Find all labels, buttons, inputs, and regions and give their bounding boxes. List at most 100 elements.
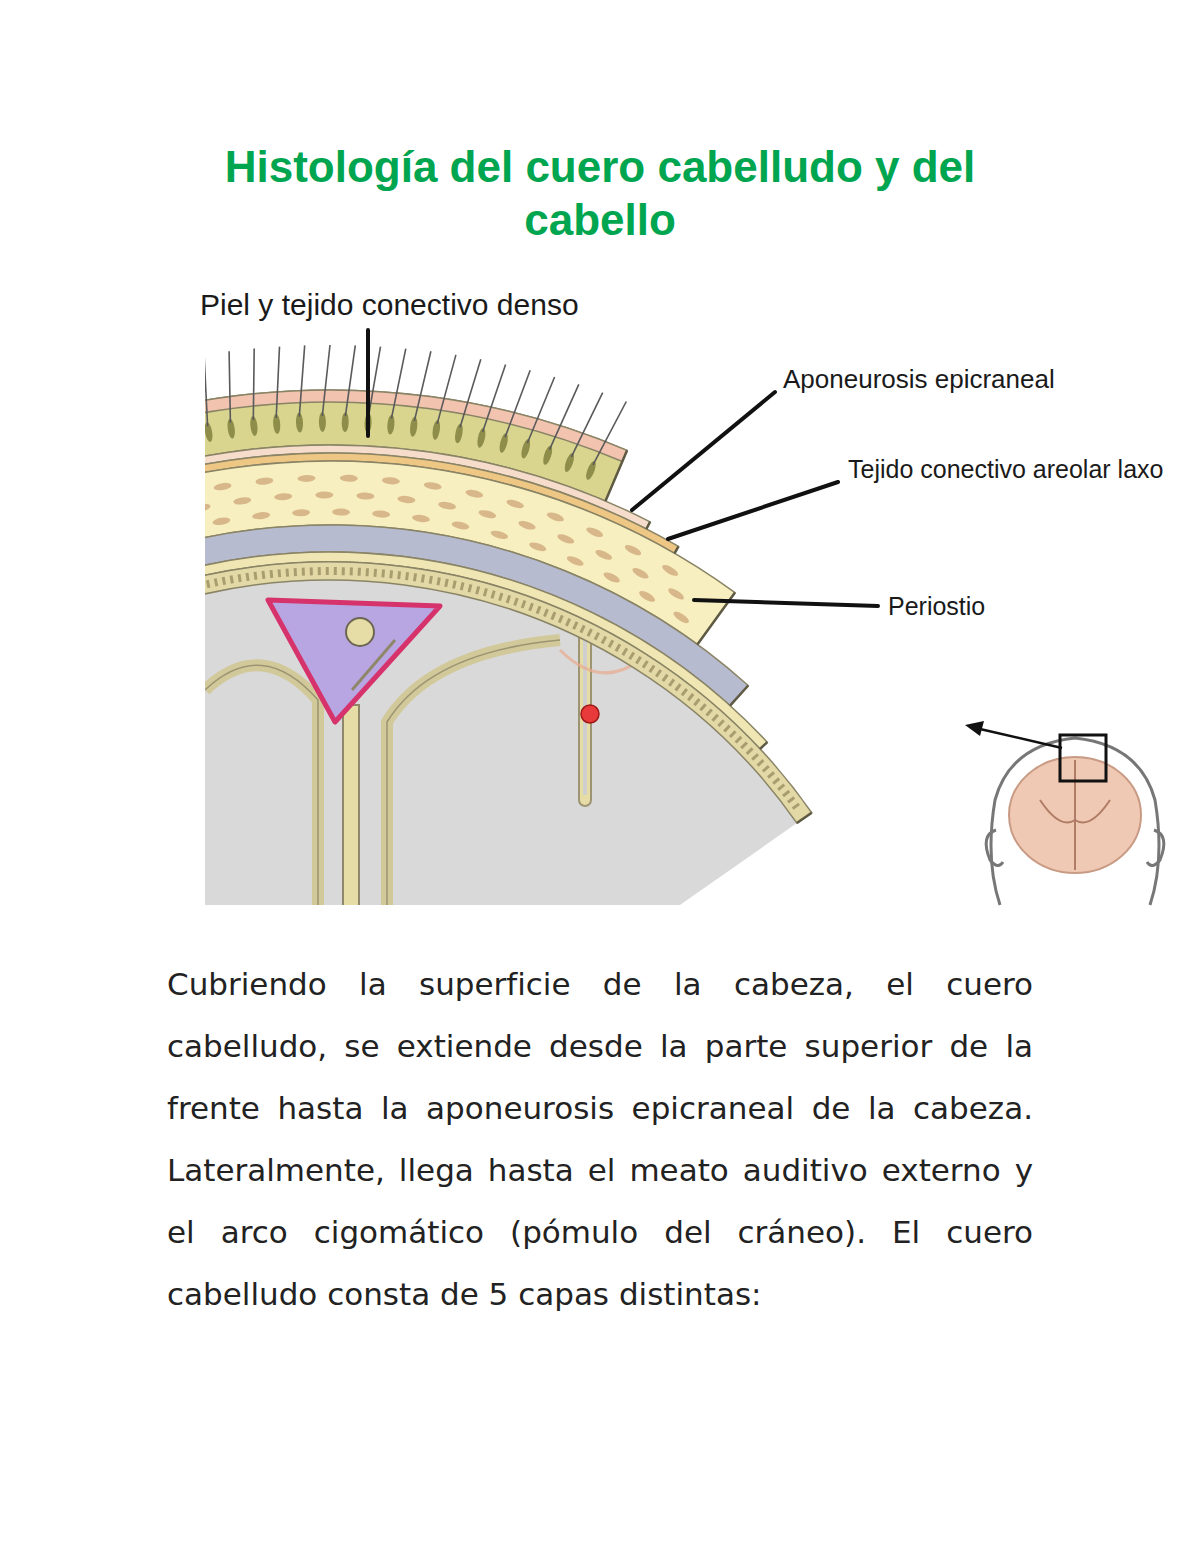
hair-shaft	[483, 364, 506, 432]
tissue-spot	[506, 498, 525, 510]
tissue-spot	[340, 475, 358, 482]
inset-brain	[1009, 757, 1141, 873]
tissue-spot	[623, 543, 642, 557]
tissue-spot	[638, 589, 657, 604]
tissue-spot	[213, 482, 232, 492]
leader-line	[668, 482, 838, 539]
tissue-spot	[315, 491, 333, 498]
hair-follicle	[498, 432, 510, 453]
scalp-section	[205, 345, 812, 905]
tissue-spot	[292, 509, 310, 517]
step-edge	[730, 686, 748, 706]
tissue-spot	[451, 520, 470, 531]
part-label: Aponeurosis epicraneal	[783, 364, 1193, 395]
hair-shaft	[368, 347, 380, 417]
tissue-spot	[672, 610, 691, 626]
hair-shaft	[299, 345, 304, 416]
tissue-spot	[546, 511, 565, 524]
tissue-spot	[412, 514, 431, 523]
hair-shaft	[460, 359, 481, 427]
sagittal-sinus	[268, 600, 440, 722]
gyrus-outline	[205, 665, 318, 905]
tissue-spot	[631, 566, 650, 581]
hair-shaft	[276, 347, 279, 418]
tissue-spot	[297, 475, 315, 483]
leader-line	[366, 330, 370, 436]
step-edge	[646, 522, 650, 529]
hair-follicle	[563, 452, 576, 473]
hair-shaft	[391, 349, 405, 419]
tissue-spot	[252, 511, 271, 520]
gyrus-lining	[205, 665, 318, 905]
tissue-spot	[594, 548, 613, 562]
hair-shaft	[437, 355, 456, 424]
hair-shaft	[550, 384, 579, 449]
tissue-spot	[566, 554, 585, 567]
tissue-spot	[478, 509, 497, 520]
hair-shaft	[205, 355, 208, 426]
tissue-spot	[661, 563, 680, 578]
tissue-spot	[356, 492, 374, 500]
step-edge	[760, 742, 767, 749]
granulation-stalk	[352, 640, 395, 690]
tissue-spot	[274, 493, 292, 501]
tissue-spot	[528, 541, 547, 553]
tissue-spot	[556, 532, 575, 545]
hair-shaft	[253, 349, 255, 420]
hair-follicle	[520, 438, 532, 459]
leader-line	[632, 392, 775, 510]
hair-shaft	[505, 370, 530, 437]
tissue-spot	[212, 516, 231, 526]
head-outline	[991, 738, 1159, 905]
gyrus-outline	[387, 640, 560, 905]
part-label: Tejido conectivo areolar laxo	[848, 448, 1194, 490]
inset-arrow	[980, 729, 1062, 748]
tissue-spot	[465, 488, 484, 499]
mesh-texture	[205, 571, 798, 810]
page-title: Histología del cuero cabelludo y del cab…	[160, 140, 1040, 246]
hair-follicle	[226, 418, 236, 439]
step-edge	[606, 450, 628, 501]
tissue-spot	[585, 526, 604, 540]
gyrus-lining	[387, 640, 560, 905]
step-edge	[675, 546, 679, 553]
tissue-spot	[490, 529, 509, 541]
arrow-head	[965, 721, 984, 736]
inset-brain-detail	[1040, 760, 1110, 870]
hair-shaft	[527, 377, 554, 443]
tissue-spot	[517, 519, 536, 531]
tissue-spot	[423, 481, 442, 491]
hair-shaft	[593, 402, 626, 465]
ear-outline	[986, 830, 1003, 866]
tissue-spot	[438, 501, 457, 511]
body-paragraph: Cubriendo la superficie de la cabeza, el…	[167, 953, 1033, 1325]
hair-shaft	[345, 345, 355, 416]
hair-shaft	[322, 345, 330, 416]
falx	[343, 705, 359, 905]
tissue-spot	[332, 508, 350, 515]
hair-follicle	[541, 445, 554, 466]
hair-follicle	[431, 419, 441, 440]
hair-shaft	[571, 393, 602, 457]
hair-follicle	[454, 423, 464, 444]
hair-shaft	[414, 351, 431, 421]
leader-line	[694, 600, 878, 606]
tissue-spot	[255, 477, 274, 486]
tissue-spot	[397, 495, 416, 504]
step-edge	[797, 813, 812, 823]
tissue-spot	[382, 476, 401, 485]
blood-vessel	[581, 705, 599, 723]
part-label: Periostio	[888, 591, 1188, 621]
ear-outline	[1147, 830, 1164, 866]
part-label: Piel y tejido conectivo denso	[200, 287, 720, 323]
tissue-spot	[205, 503, 211, 513]
tissue-spot	[602, 570, 621, 584]
tissue-spot	[372, 510, 391, 518]
hair-shaft	[229, 351, 230, 423]
inset-box	[1060, 735, 1106, 781]
hair-follicle	[205, 422, 214, 443]
hair-follicle	[584, 460, 598, 481]
tissue-spot	[233, 496, 252, 505]
arachnoid-granulation	[346, 618, 374, 646]
hair-follicle	[409, 416, 418, 437]
